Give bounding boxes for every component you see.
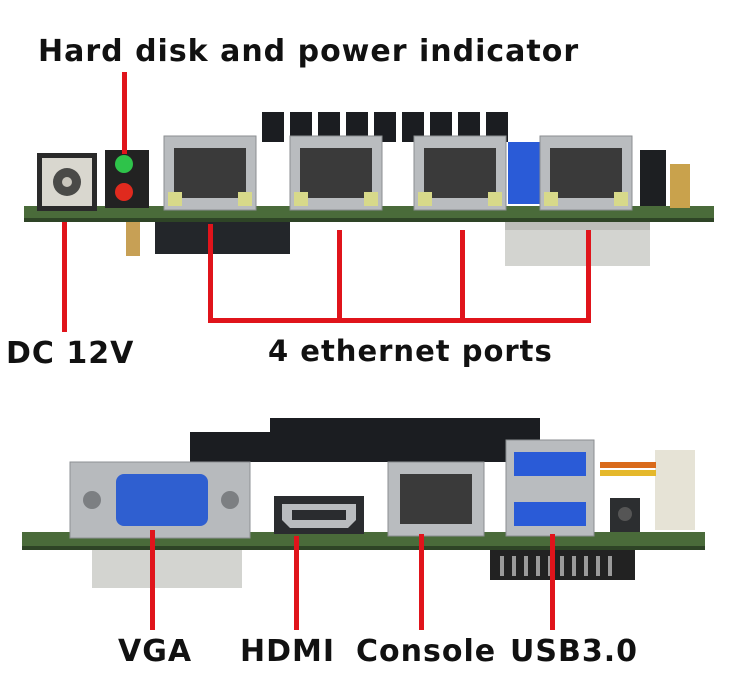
ethernet-port-2 (289, 135, 383, 211)
usb3-label: USB3.0 (510, 634, 638, 669)
dc-jack (37, 153, 97, 211)
ethernet-port-1 (163, 135, 257, 211)
callout-line-eth-bar (208, 318, 591, 323)
hard-disk-power-indicator-label: Hard disk and power indicator (38, 34, 580, 69)
ethernet-port-3 (413, 135, 507, 211)
vga-port (69, 461, 251, 539)
hdmi-port (274, 496, 364, 534)
callout-line-indicator (122, 72, 127, 154)
callout-line-dc (62, 222, 67, 332)
dc-12v-label: DC 12V (6, 336, 135, 371)
console-label: Console (356, 634, 497, 669)
ethernet-port-4 (539, 135, 633, 211)
vga-label: VGA (118, 634, 193, 669)
led-indicators (105, 150, 149, 208)
callout-line-eth-1 (208, 224, 213, 322)
callout-line-console (419, 534, 424, 630)
heatsink-bottom (190, 418, 540, 462)
callout-line-usb (550, 534, 555, 630)
callout-line-eth-3 (460, 230, 465, 322)
heatsink-top (262, 112, 508, 142)
callout-line-hdmi (294, 536, 299, 630)
usb3-ports (505, 439, 595, 537)
console-port (387, 461, 485, 537)
callout-line-eth-4 (586, 230, 591, 322)
callout-line-vga (150, 530, 155, 630)
hdmi-label: HDMI (240, 634, 336, 669)
ethernet-ports-label: 4 ethernet ports (268, 334, 553, 368)
callout-line-eth-2 (337, 230, 342, 322)
